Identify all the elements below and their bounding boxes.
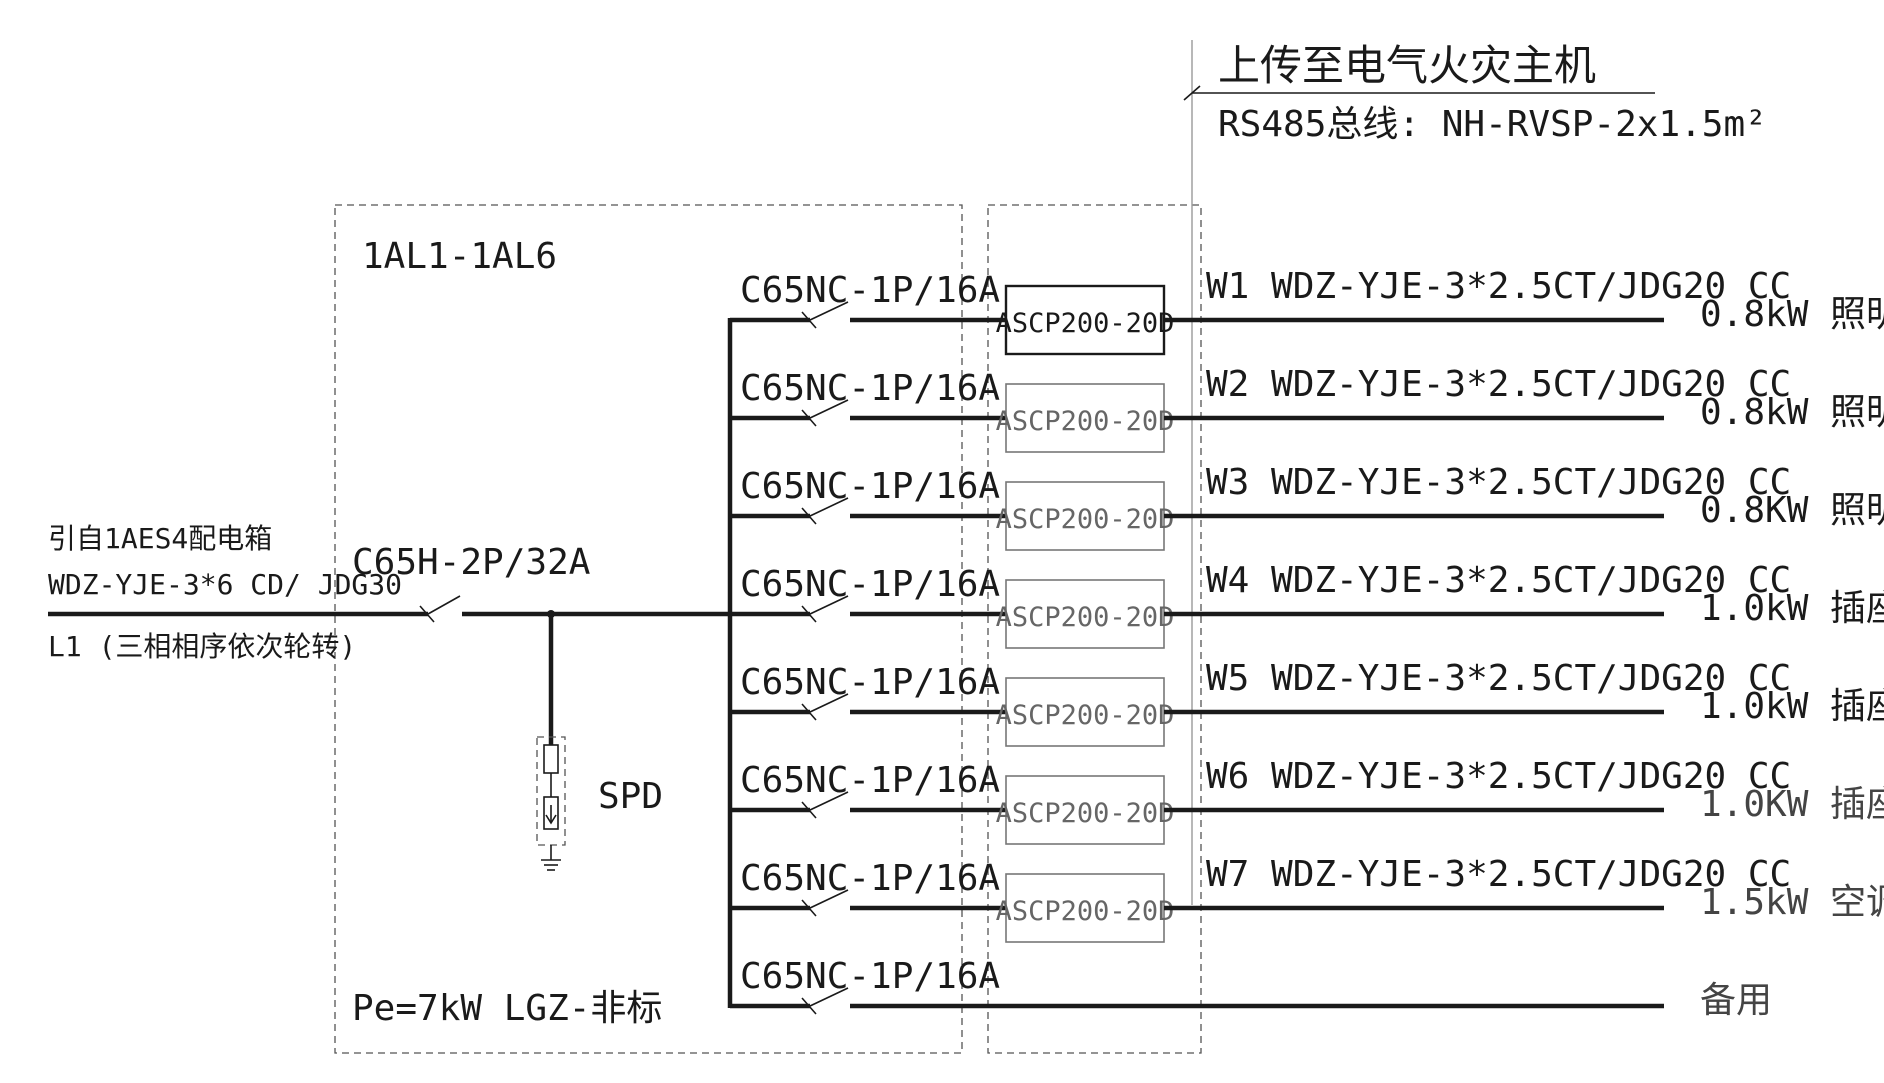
spd-icon	[536, 736, 566, 860]
circuit-row: C65NC-1P/16A ASCP200-20D W4 WDZ-YJE-3*2.…	[730, 560, 1884, 649]
monitor-box	[1005, 677, 1165, 747]
breaker-icon	[801, 693, 849, 721]
breaker-icon	[801, 497, 849, 525]
circuit-breaker-label: C65NC-1P/16A	[740, 270, 1000, 311]
circuit-load-label: 0.8KW 照明	[1700, 490, 1884, 531]
spd-label: SPD	[598, 776, 663, 817]
circuit-row: C65NC-1P/16A 备用	[730, 956, 1772, 1021]
circuit-cable-label: W2 WDZ-YJE-3*2.5CT/JDG20 CC	[1206, 364, 1791, 405]
monitor-box	[1005, 579, 1165, 649]
circuit-row: C65NC-1P/16A ASCP200-20D W3 WDZ-YJE-3*2.…	[730, 462, 1884, 551]
circuit-cable-label: W3 WDZ-YJE-3*2.5CT/JDG20 CC	[1206, 462, 1791, 503]
circuit-breaker-label: C65NC-1P/16A	[740, 564, 1000, 605]
circuit-cable-label: W1 WDZ-YJE-3*2.5CT/JDG20 CC	[1206, 266, 1791, 307]
bus-text: RS485总线: NH-RVSP-2x1.5m²	[1218, 104, 1767, 145]
monitor-label: ASCP200-20D	[996, 602, 1175, 633]
panel-power: Pe=7kW LGZ-非标	[352, 988, 662, 1029]
monitor-label: ASCP200-20D	[996, 700, 1175, 731]
monitor-label: ASCP200-20D	[996, 308, 1175, 339]
circuit-load-label: 0.8kW 照明	[1700, 294, 1884, 335]
breaker-icon	[801, 889, 849, 917]
circuit-cable-label: W5 WDZ-YJE-3*2.5CT/JDG20 CC	[1206, 658, 1791, 699]
breaker-icon	[801, 595, 849, 623]
incoming-cable: WDZ-YJE-3*6 CD/ JDG30	[48, 568, 402, 601]
circuit-load-label: 0.8kW 照明	[1700, 392, 1884, 433]
monitor-box	[1004, 284, 1166, 356]
circuit-load-label: 1.0KW 插座	[1700, 784, 1884, 825]
incoming-phase: L1 (三相相序依次轮转)	[48, 630, 356, 663]
circuit-row: C65NC-1P/16A ASCP200-20D W6 WDZ-YJE-3*2.…	[730, 756, 1884, 845]
main-breaker-icon	[419, 595, 461, 623]
circuit-breaker-label: C65NC-1P/16A	[740, 466, 1000, 507]
circuit-cable-label: W7 WDZ-YJE-3*2.5CT/JDG20 CC	[1206, 854, 1791, 895]
circuit-load-label: 备用	[1700, 980, 1772, 1021]
panel-enclosure	[334, 204, 963, 1054]
monitor-label: ASCP200-20D	[996, 406, 1175, 437]
ground-icon	[541, 859, 561, 871]
circuit-breaker-label: C65NC-1P/16A	[740, 858, 1000, 899]
upload-text: 上传至电气火灾主机	[1218, 41, 1596, 90]
circuit-row: C65NC-1P/16A ASCP200-20D W2 WDZ-YJE-3*2.…	[730, 364, 1884, 453]
monitor-enclosure	[987, 204, 1202, 1054]
breaker-icon	[801, 301, 849, 329]
incoming-source: 引自1AES4配电箱	[48, 522, 272, 555]
monitor-label: ASCP200-20D	[996, 896, 1175, 927]
monitor-label: ASCP200-20D	[996, 504, 1175, 535]
main-breaker-label: C65H-2P/32A	[352, 542, 591, 583]
circuit-breaker-label: C65NC-1P/16A	[740, 760, 1000, 801]
panel-name: 1AL1-1AL6	[362, 236, 557, 277]
bus-tick	[1183, 85, 1201, 101]
circuit-load-label: 1.0kW 插座	[1700, 686, 1884, 727]
circuit-breaker-label: C65NC-1P/16A	[740, 662, 1000, 703]
circuit-row: C65NC-1P/16A ASCP200-20D W1 WDZ-YJE-3*2.…	[730, 266, 1884, 356]
breaker-icon	[801, 987, 849, 1015]
circuit-list: C65NC-1P/16A ASCP200-20D W1 WDZ-YJE-3*2.…	[730, 266, 1884, 1021]
circuit-load-label: 1.0kW 插座	[1700, 588, 1884, 629]
circuit-cable-label: W6 WDZ-YJE-3*2.5CT/JDG20 CC	[1206, 756, 1791, 797]
breaker-icon	[801, 399, 849, 427]
circuit-load-label: 1.5kW 空调	[1700, 882, 1884, 923]
monitor-label: ASCP200-20D	[996, 798, 1175, 829]
circuit-breaker-label: C65NC-1P/16A	[740, 368, 1000, 409]
breaker-icon	[801, 791, 849, 819]
circuit-breaker-label: C65NC-1P/16A	[740, 956, 1000, 997]
circuit-row: C65NC-1P/16A ASCP200-20D W5 WDZ-YJE-3*2.…	[730, 658, 1884, 747]
monitor-box	[1005, 775, 1165, 845]
circuit-cable-label: W4 WDZ-YJE-3*2.5CT/JDG20 CC	[1206, 560, 1791, 601]
monitor-box	[1005, 481, 1165, 551]
circuit-row: C65NC-1P/16A ASCP200-20D W7 WDZ-YJE-3*2.…	[730, 854, 1884, 943]
